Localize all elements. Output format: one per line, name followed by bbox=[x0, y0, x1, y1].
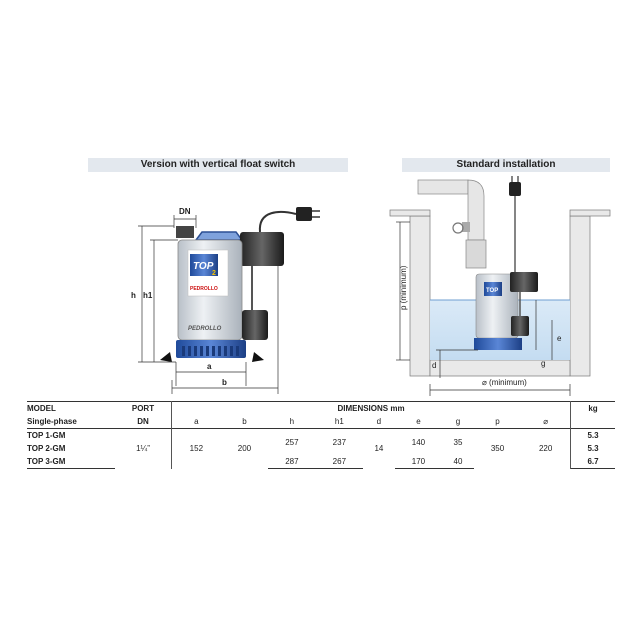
plug-icon bbox=[296, 207, 312, 221]
model-1: TOP 1-GM bbox=[27, 428, 115, 442]
sub-h: h bbox=[289, 417, 295, 426]
sub-a: a bbox=[194, 417, 199, 426]
g-value-3: 40 bbox=[442, 455, 474, 469]
g-value-12: 35 bbox=[442, 428, 474, 455]
col-dimensions: DIMENSIONS mm bbox=[171, 401, 571, 415]
a-value: 152 bbox=[171, 428, 221, 469]
float-icon bbox=[242, 310, 268, 340]
pump-base bbox=[176, 340, 246, 358]
installation-pit bbox=[389, 209, 611, 377]
sub-b: b bbox=[242, 417, 247, 426]
dia-value: 220 bbox=[521, 428, 572, 469]
e-label: e bbox=[557, 334, 562, 343]
d-value: 14 bbox=[363, 428, 395, 469]
right-section-title: Standard installation bbox=[402, 158, 610, 172]
sub-g: g bbox=[455, 417, 461, 426]
h-value-12: 257 bbox=[268, 428, 316, 455]
left-section-title: Version with vertical float switch bbox=[88, 158, 348, 172]
col-kg: kg bbox=[570, 401, 615, 415]
plug-icon-right bbox=[509, 182, 521, 196]
discharge-pipe bbox=[417, 179, 469, 195]
installed-float-icon bbox=[511, 316, 529, 336]
sub-model: Single-phase bbox=[27, 417, 77, 426]
dn-label: DN bbox=[179, 207, 191, 216]
float-switch-box bbox=[240, 232, 284, 266]
h1-label: h1 bbox=[143, 291, 153, 300]
diameter-label: ⌀ (minimum) bbox=[482, 378, 527, 387]
installed-brand-text: TOP bbox=[486, 288, 498, 294]
h1-value-3: 267 bbox=[315, 455, 364, 469]
kg-3: 6.7 bbox=[570, 455, 615, 469]
sub-port: DN bbox=[115, 415, 172, 429]
dimensions-table: MODEL PORT DIMENSIONS mm kg Single-phase… bbox=[27, 401, 615, 469]
pump-logo-text: PEDROLLO bbox=[188, 326, 222, 332]
power-cable bbox=[258, 211, 297, 233]
b-label: b bbox=[222, 378, 227, 387]
sub-e: e bbox=[416, 417, 421, 426]
brand-num-text: 2 bbox=[212, 270, 216, 277]
sub-p: p bbox=[495, 417, 500, 426]
valve-icon bbox=[462, 222, 470, 232]
model-3: TOP 3-GM bbox=[27, 455, 115, 469]
col-model: MODEL bbox=[27, 401, 115, 415]
brand-name-text: PEDROLLO bbox=[190, 286, 218, 292]
pump-handle bbox=[194, 231, 244, 241]
b-value: 200 bbox=[220, 428, 269, 469]
h-value-3: 287 bbox=[268, 455, 316, 469]
p-label: p (minimum) bbox=[399, 265, 408, 310]
sub-dia: ⌀ bbox=[521, 415, 572, 429]
e-value-12: 140 bbox=[394, 428, 443, 455]
sub-d: d bbox=[376, 417, 382, 426]
col-port: PORT bbox=[115, 401, 172, 415]
d-label: d bbox=[432, 361, 436, 370]
model-2: TOP 2-GM bbox=[27, 444, 66, 453]
g-label: g bbox=[541, 359, 545, 368]
brand-logo-icon bbox=[190, 254, 218, 276]
port-value: 1¼” bbox=[115, 428, 172, 469]
kg-2: 5.3 bbox=[587, 444, 599, 453]
a-label: a bbox=[207, 362, 212, 371]
outlet-port bbox=[176, 226, 194, 238]
p-value: 350 bbox=[473, 428, 522, 469]
e-value-3: 170 bbox=[394, 455, 443, 469]
sub-h1: h1 bbox=[334, 417, 344, 426]
brand-top-text: TOP bbox=[193, 261, 214, 272]
kg-1: 5.3 bbox=[570, 428, 615, 442]
h-label: h bbox=[131, 291, 136, 300]
h1-value-12: 237 bbox=[315, 428, 364, 455]
